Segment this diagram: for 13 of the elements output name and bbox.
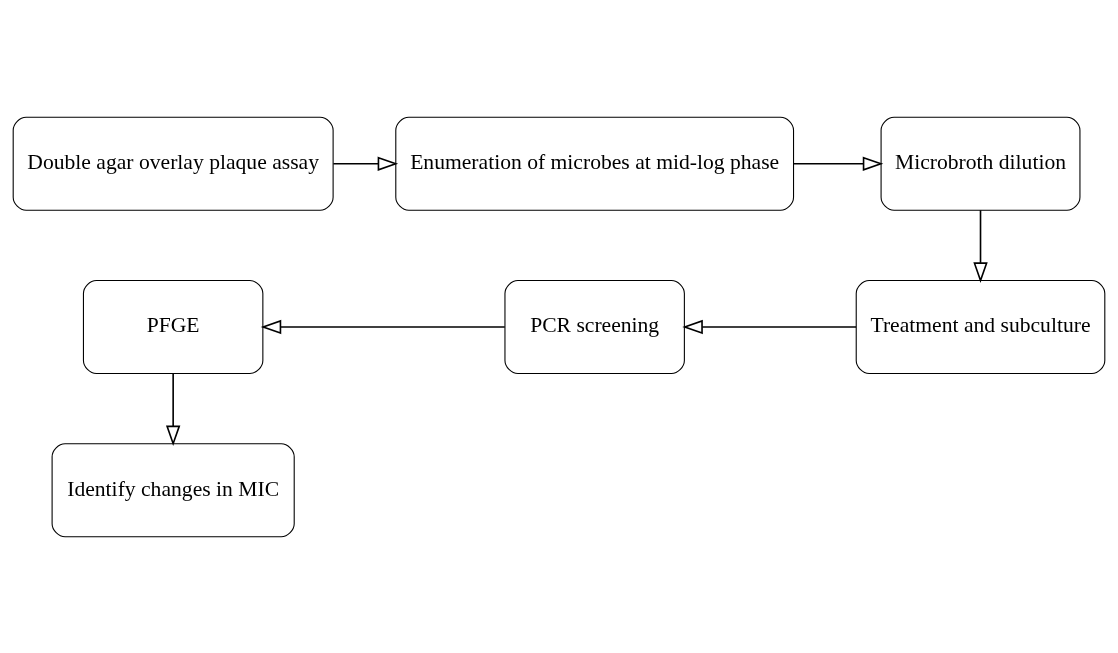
arrow [973, 208, 988, 283]
arrow [165, 372, 181, 446]
node-box: Microbroth dilution [880, 116, 1081, 211]
node-box: Double agar overlay plaque assay [12, 116, 334, 211]
node-box: Treatment and subculture [855, 279, 1106, 374]
node-box: Identify changes in MIC [51, 442, 295, 537]
node-box: PFGE [82, 279, 264, 374]
arrow [682, 319, 857, 334]
node-box: PCR screening [504, 279, 685, 374]
node-box: Enumeration of microbes at mid-log phase [395, 116, 795, 211]
arrow [332, 156, 399, 171]
arrow [792, 156, 884, 171]
arrow [260, 319, 506, 334]
